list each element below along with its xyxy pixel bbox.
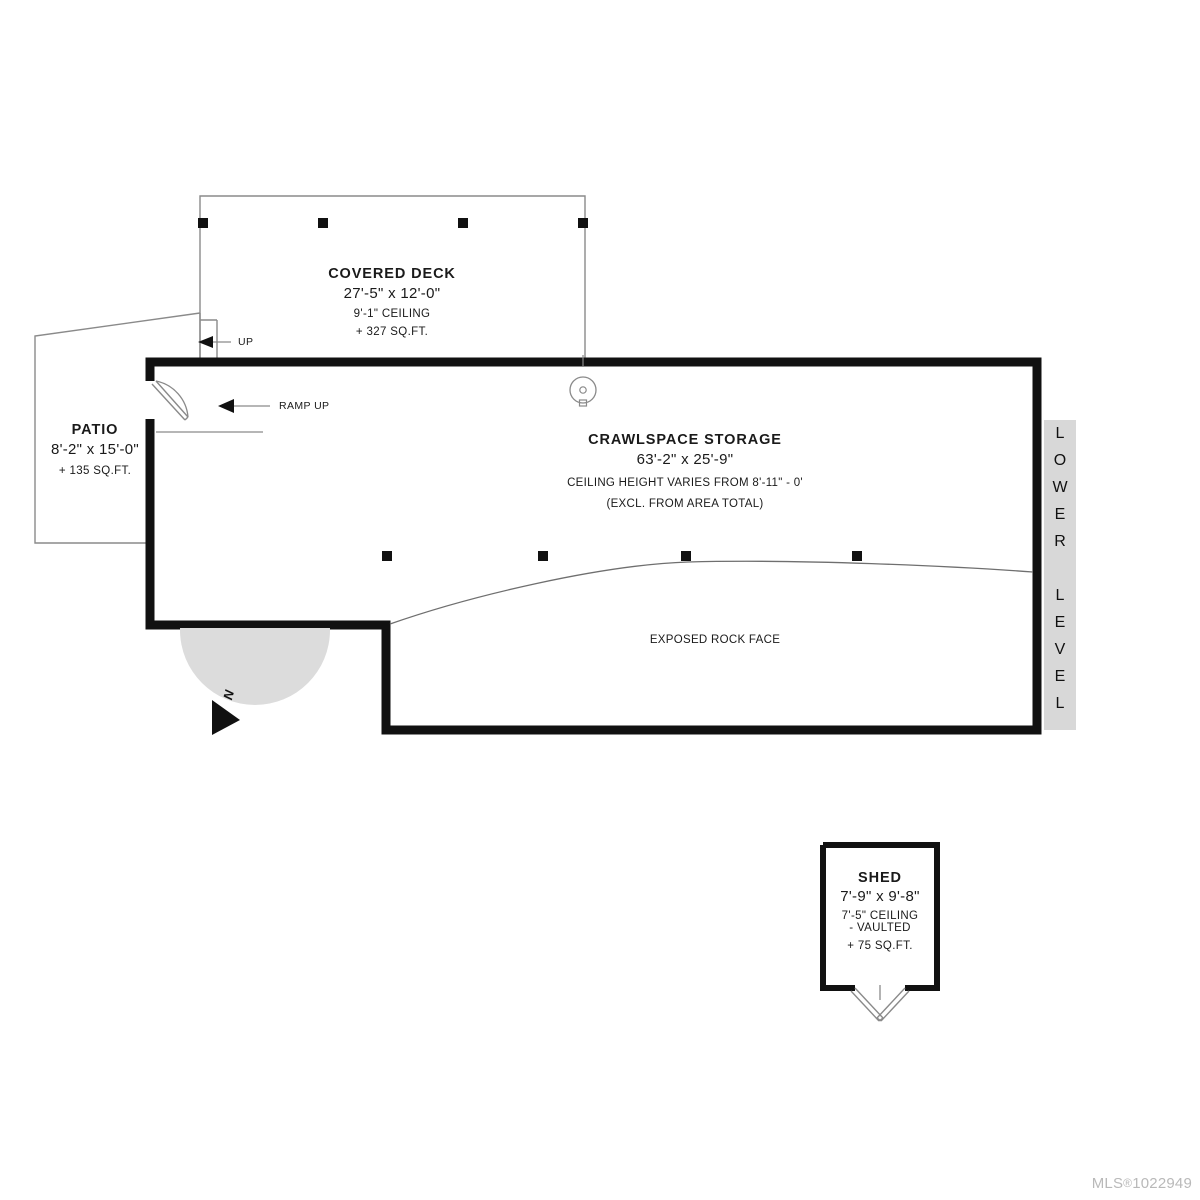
shed-outline [820,842,940,991]
crawlspace-label-block: CRAWLSPACE STORAGE 63'-2" x 25'-9" CEILI… [460,432,910,510]
patio-area: + 135 SQ.FT. [58,465,132,477]
patio-outline [34,312,201,544]
covered-deck-dimensions: 27'-5" x 12'-0" [343,285,441,302]
lower-level-char-9: E [1054,667,1066,685]
deck-posts [198,218,588,228]
shed-ceiling: 7'-5" CEILING [841,910,919,922]
shed-area: + 75 SQ.FT. [847,940,913,952]
covered-deck-area: + 327 SQ.FT. [355,326,429,338]
shed-title: SHED [858,870,902,886]
stairs-shaft [199,319,218,362]
crawlspace-ceiling-note: CEILING HEIGHT VARIES FROM 8'-11" - 0' [567,477,803,489]
lower-level-char-1: O [1053,451,1067,469]
covered-deck-ceiling: 9'-1" CEILING [353,308,431,320]
shed-ceiling-detail: - VAULTED [849,922,911,934]
ramp-up-arrow-icon [218,399,270,413]
lower-level-char-4: R [1054,532,1066,550]
ceiling-fixture-icon [569,355,597,407]
mls-number: 1022949 [1132,1175,1192,1192]
covered-deck-outline [199,195,586,362]
stairs-up-label: UP [238,336,254,348]
covered-deck-title: COVERED DECK [328,266,456,282]
up-arrow-icon [198,336,231,348]
shed-label-block: SHED 7'-9" x 9'-8" 7'-5" CEILING - VAULT… [795,870,965,952]
crawlspace-dimensions: 63'-2" x 25'-9" [636,451,734,468]
lower-level-char-3: E [1054,505,1066,523]
lower-level-char-10: L [1055,694,1065,712]
patio-title: PATIO [71,422,119,438]
lower-level-char-0: L [1055,424,1065,442]
patio-dimensions: 8'-2" x 15'-0" [50,441,140,458]
crawlspace-door [145,380,189,421]
lower-level-char-6: L [1055,586,1065,604]
lower-level-char-7: E [1054,613,1066,631]
mls-registered-icon: ® [1123,1176,1133,1190]
lower-level-char-8: V [1054,640,1066,658]
covered-deck-label-block: COVERED DECK 27'-5" x 12'-0" 9'-1" CEILI… [262,266,522,338]
ramp-up-label: RAMP UP [279,400,330,412]
patio-label-block: PATIO 8'-2" x 15'-0" + 135 SQ.FT. [0,422,190,477]
mls-prefix: MLS [1091,1175,1124,1192]
exposed-rock-face-label: EXPOSED ROCK FACE [649,634,781,646]
crawlspace-title: CRAWLSPACE STORAGE [588,432,782,448]
crawlspace-exclusion-note: (EXCL. FROM AREA TOTAL) [606,498,764,510]
crawlspace-posts [382,551,862,561]
shed-dimensions: 7'-9" x 9'-8" [840,888,920,905]
compass-rose [180,628,330,735]
exposed-rock-face-line [389,560,1034,625]
mls-watermark: MLS®1022949 [1092,1175,1192,1192]
lower-level-char-2: W [1052,478,1068,496]
lower-level-char-5 [1058,555,1062,582]
shed-doors [850,985,910,1022]
